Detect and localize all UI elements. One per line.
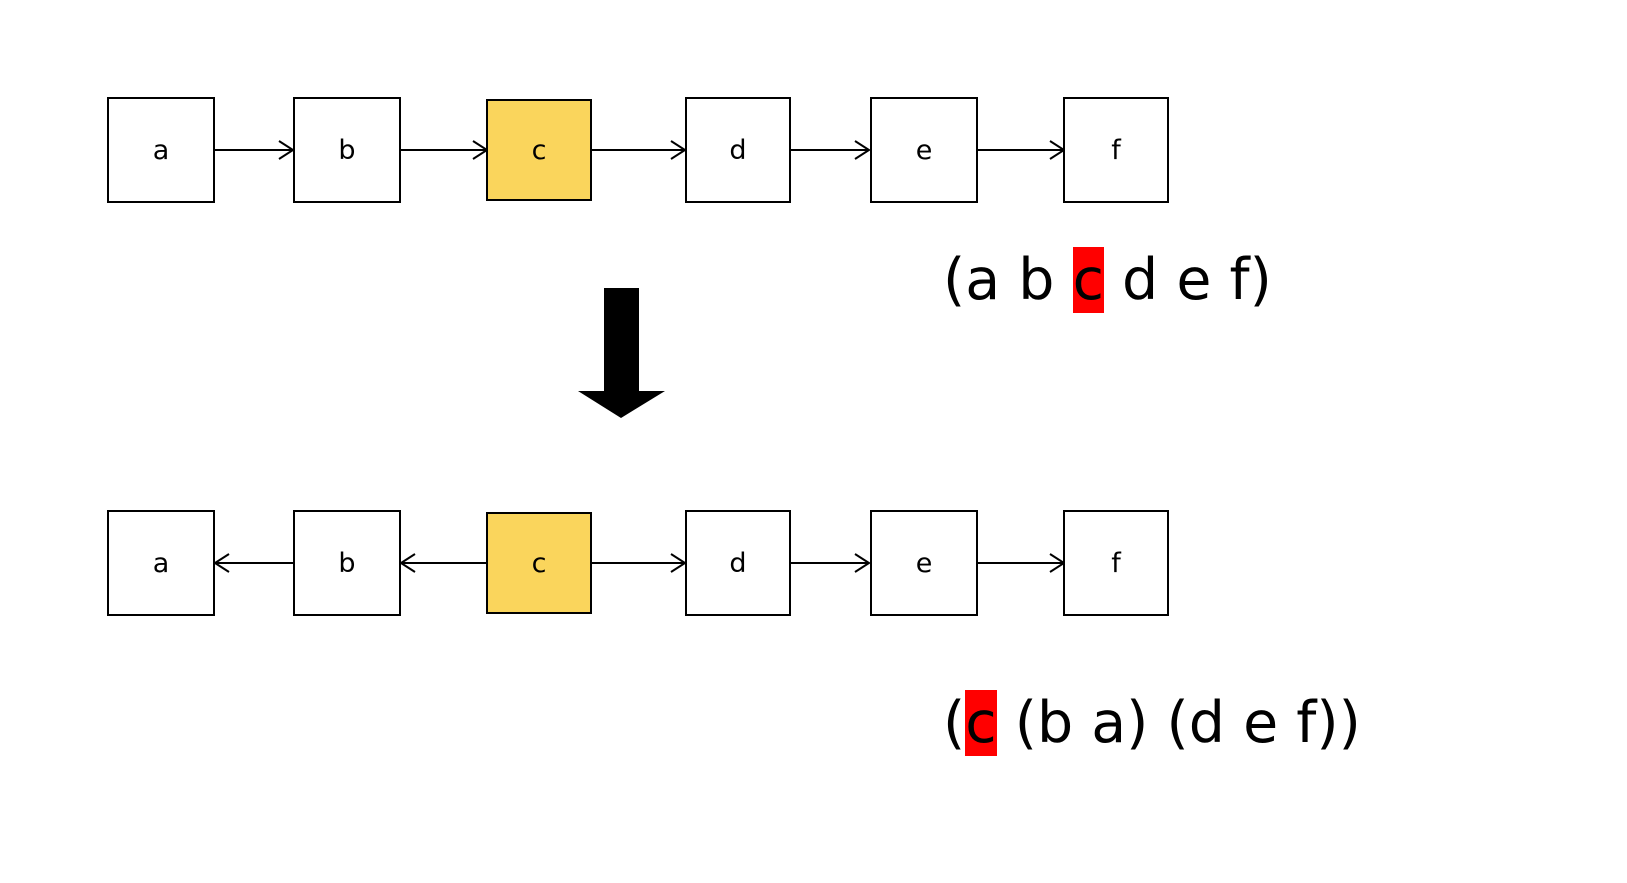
link-e-to-f-after	[978, 553, 1066, 573]
before-node-d[interactable]: d	[685, 97, 791, 203]
link-b-to-c	[401, 140, 489, 160]
link-d-to-e	[791, 140, 871, 160]
node-label: a	[152, 547, 170, 579]
before-expression-prefix: (a b	[943, 247, 1073, 313]
after-expression-marked: c	[965, 690, 997, 756]
before-node-c[interactable]: c	[486, 99, 592, 201]
before-expression: (a b c d e f)	[943, 247, 1272, 313]
link-a-to-b	[215, 140, 295, 160]
link-e-to-f	[978, 140, 1066, 160]
before-expression-marked: c	[1072, 247, 1104, 313]
node-label: b	[338, 134, 356, 166]
node-label: f	[1111, 547, 1121, 579]
node-label: f	[1111, 134, 1121, 166]
down-arrow-icon	[578, 288, 665, 418]
node-label: d	[729, 134, 747, 166]
after-node-f[interactable]: f	[1063, 510, 1169, 616]
after-node-c[interactable]: c	[486, 512, 592, 614]
link-d-to-e-after	[791, 553, 871, 573]
before-node-a[interactable]: a	[107, 97, 215, 203]
after-expression-prefix: (	[943, 690, 966, 756]
before-node-f[interactable]: f	[1063, 97, 1169, 203]
after-node-a[interactable]: a	[107, 510, 215, 616]
before-node-e[interactable]: e	[870, 97, 978, 203]
node-label: d	[729, 547, 747, 579]
link-c-to-d-after	[592, 553, 687, 573]
node-label: a	[152, 134, 170, 166]
after-node-d[interactable]: d	[685, 510, 791, 616]
after-node-e[interactable]: e	[870, 510, 978, 616]
after-expression-suffix: (b a) (d e f))	[996, 690, 1361, 756]
link-c-to-d	[592, 140, 687, 160]
before-node-b[interactable]: b	[293, 97, 401, 203]
node-label: c	[531, 547, 547, 579]
node-label: e	[915, 547, 933, 579]
node-label: c	[531, 134, 547, 166]
node-label: e	[915, 134, 933, 166]
link-c-to-b	[399, 553, 487, 573]
link-b-to-a	[213, 553, 293, 573]
before-expression-suffix: d e f)	[1103, 247, 1272, 313]
after-node-b[interactable]: b	[293, 510, 401, 616]
node-label: b	[338, 547, 356, 579]
after-expression: (c (b a) (d e f))	[943, 690, 1361, 756]
